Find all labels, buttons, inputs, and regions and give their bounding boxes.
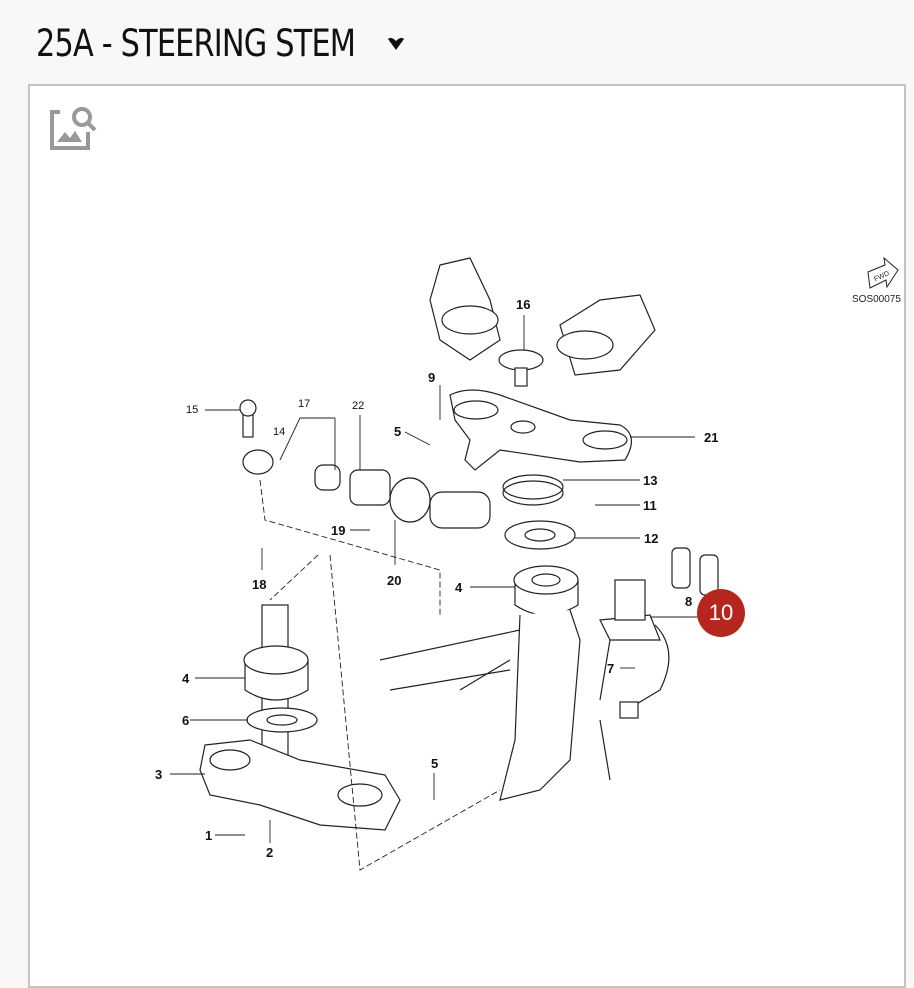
callout-4-upper[interactable]: 4 [455,580,463,595]
callout-13[interactable]: 13 [643,473,658,488]
callout-14[interactable]: 14 [273,426,286,438]
callout-11[interactable]: 11 [643,498,657,513]
callout-4-lower[interactable]: 4 [182,671,190,686]
callout-20[interactable]: 20 [387,573,402,588]
callout-17[interactable]: 17 [298,398,311,410]
callout-22[interactable]: 22 [352,400,365,412]
page-title: 25A - STEERING STEM [36,22,356,65]
callout-5-upper[interactable]: 5 [394,424,402,439]
callout-19[interactable]: 19 [331,523,346,538]
callout-6[interactable]: 6 [182,713,190,728]
image-search-icon[interactable] [48,104,98,152]
selected-callout-10[interactable]: 10 [697,589,745,637]
callout-8[interactable]: 8 [685,594,693,609]
reference-code: SOS00075 [852,294,901,305]
diagram-viewer[interactable] [28,84,906,988]
callout-9[interactable]: 9 [428,370,436,385]
caret-down-icon[interactable] [386,36,406,52]
callout-21[interactable]: 21 [704,430,719,445]
callout-12[interactable]: 12 [644,531,659,546]
callout-1[interactable]: 1 [205,828,213,843]
exploded-parts-diagram: FWD [170,256,899,871]
callout-15[interactable]: 15 [186,404,199,416]
callout-16[interactable]: 16 [516,297,531,312]
callout-5-lower[interactable]: 5 [431,756,439,771]
callout-2[interactable]: 2 [266,845,274,860]
callout-7[interactable]: 7 [607,661,615,676]
callout-3[interactable]: 3 [155,767,163,782]
callout-18[interactable]: 18 [252,577,267,592]
